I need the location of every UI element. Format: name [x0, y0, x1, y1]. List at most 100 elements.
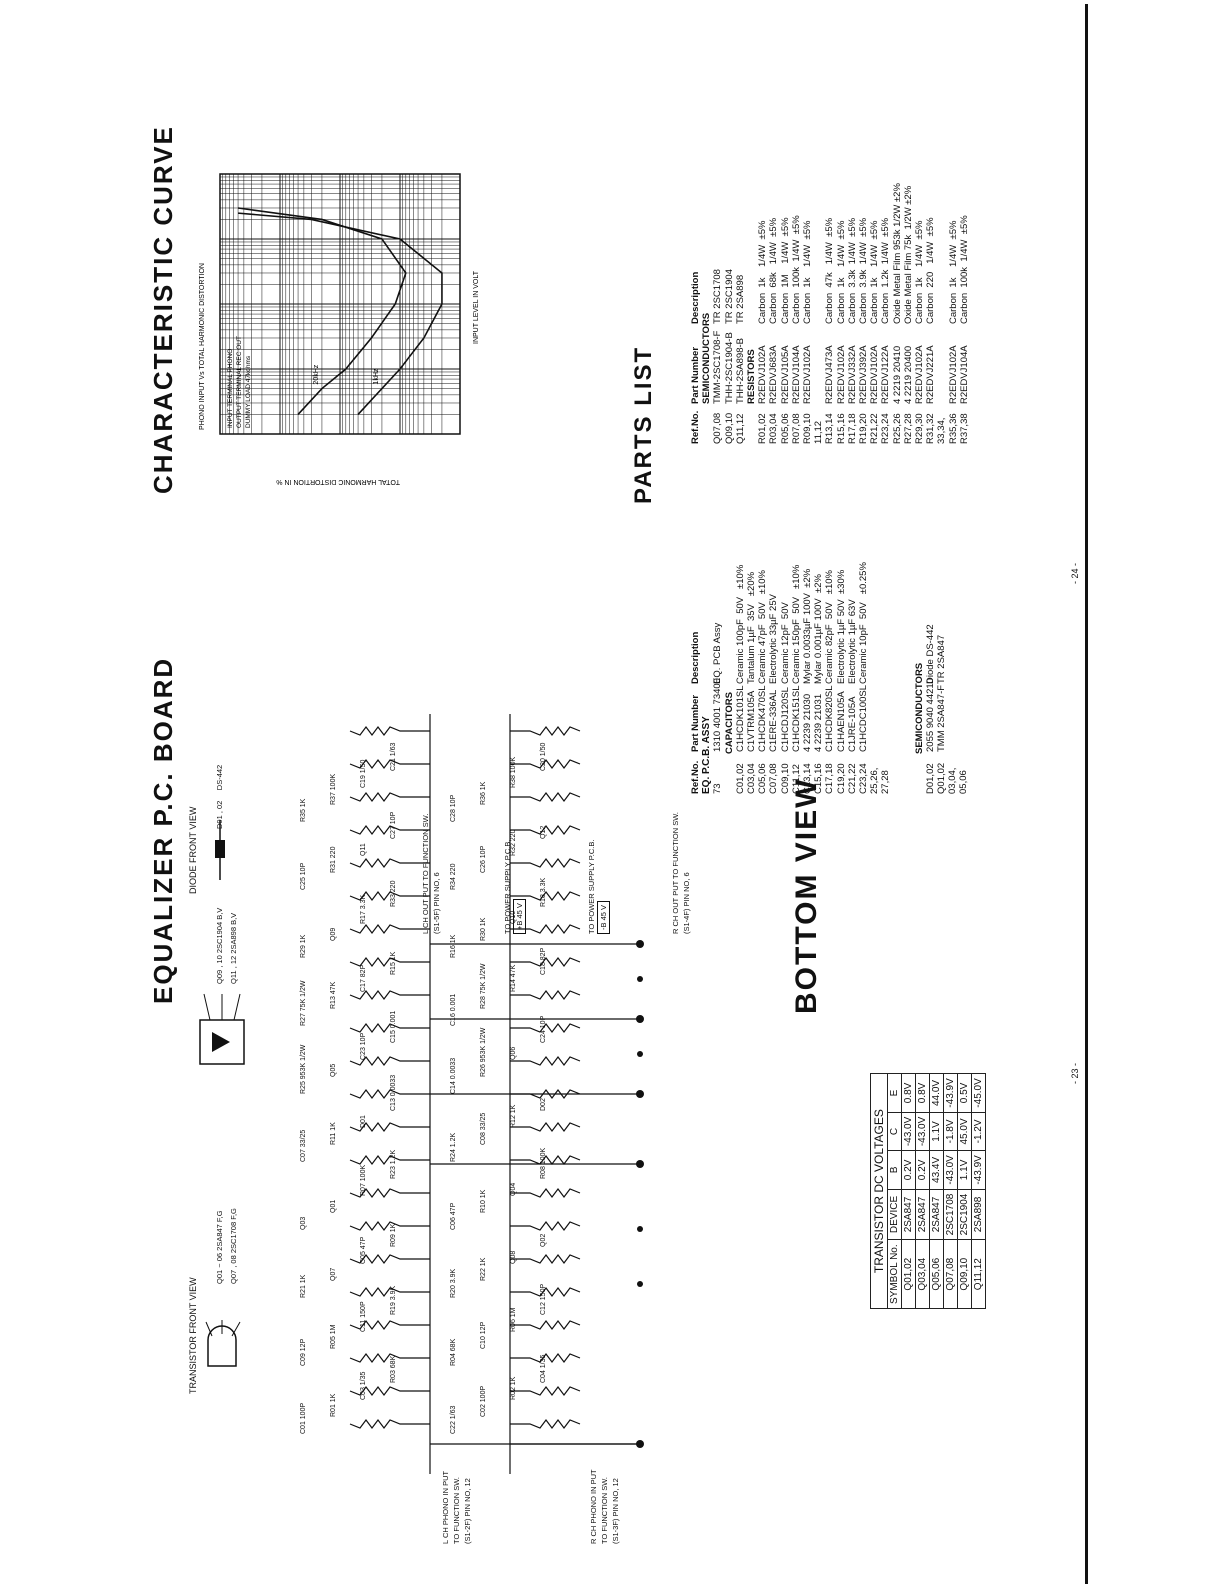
parts-ref: R25,26 — [891, 413, 903, 444]
parts-pn — [880, 684, 891, 752]
dc-cell: 0.2V — [901, 1150, 916, 1190]
component-label: C10 12P — [480, 1321, 487, 1349]
dc-cell: 1.1V — [929, 1112, 944, 1151]
conn-r-pin: (S1-4F) PIN NO, 6 — [682, 872, 691, 934]
parts-row: 03,04, — [947, 534, 958, 794]
parts-pn: R2EDVJ102A — [914, 345, 926, 404]
dc-cell: 44.0V — [929, 1073, 944, 1113]
parts-ref: R09,10 — [802, 413, 814, 444]
conn-l-pin: (S1-5F) PIN NO, 6 — [432, 872, 441, 934]
parts-ref: R29,30 — [914, 413, 926, 444]
component-label: C17 82P — [360, 964, 367, 992]
component-label: Q02 — [540, 1233, 547, 1247]
parts-pn: C1HCDC100SL — [858, 684, 870, 752]
parts-ref: Q07,08 — [712, 412, 724, 444]
component-label: R22 1K — [480, 1257, 487, 1281]
component-label: C07 33/25 — [300, 1129, 307, 1162]
parts-ref: R23,24 — [880, 413, 892, 444]
parts-desc: Ceramic 10pF 50V ±0.25% — [858, 562, 870, 684]
component-label: C09 12P — [300, 1338, 307, 1366]
dc-cell: B — [887, 1150, 902, 1190]
dc-cell: -43.9V — [943, 1073, 958, 1113]
curve-title: CHARACTERISTIC CURVE — [148, 125, 178, 494]
col-pn: Part Number — [690, 694, 701, 752]
chart-title: PHONO INPUT Vs TOTAL HARMONIC DISTORTION — [199, 263, 206, 430]
parts-ref: Q11,12 — [734, 413, 746, 444]
col-pn-right: Part Number — [690, 346, 701, 404]
component-label: R25 953K 1/2W — [300, 1044, 307, 1094]
dc-cell: Q09,10 — [957, 1239, 972, 1309]
transistor-type-line: Q01 ~ 06 2SA847 F,G — [215, 1210, 224, 1284]
component-label: R28 75K 1/2W — [480, 963, 487, 1009]
parts-list-left: Ref.No. Part Number Description EQ. P.C.… — [690, 534, 970, 794]
component-label: C11 150P — [360, 1301, 367, 1332]
parts-ref: 73 — [712, 783, 724, 794]
col-ref-right: Ref.No. — [690, 410, 701, 444]
parts-desc: Carbon 3.3k 1/4W ±5% — [846, 217, 858, 324]
component-label: Q03 — [300, 1216, 307, 1230]
parts-ref: 05,06 — [958, 770, 970, 794]
dc-cell: DEVICE — [887, 1189, 902, 1240]
dc-cell: E — [887, 1073, 902, 1113]
parts-desc: TR 2SC1708 — [712, 269, 724, 324]
parts-desc — [936, 174, 947, 324]
parts-ref: R27,28 — [902, 413, 914, 444]
component-label: R04 68K — [450, 1338, 457, 1366]
dc-cell: 43.4V — [929, 1150, 944, 1190]
parts-desc — [813, 174, 824, 324]
dc-cell: -45.0V — [971, 1073, 986, 1113]
parts-desc: Ceramic 12pF 50V — [779, 602, 791, 684]
parts-desc: Carbon 1.2k 1/4W ±5% — [880, 217, 892, 324]
parts-desc: Ceramic 100pF 50V ±10% — [734, 564, 746, 684]
dc-cell: 1.1V — [957, 1150, 972, 1190]
parts-desc: Mylar 0.001µF 100V ±2% — [813, 574, 825, 684]
parts-header-right: Ref.No. Part Number Description — [690, 174, 701, 444]
component-label: C25 10P — [300, 862, 307, 890]
parts-pn: THH-2SC1904-B — [723, 332, 735, 404]
parts-desc: Carbon 1k 1/4W ±5% — [914, 220, 926, 324]
parts-desc: Electrolytic 1µF 50V ±30% — [835, 569, 847, 684]
component-label: R07 100K — [360, 1164, 367, 1196]
parts-desc: Ceramic 150pF 50V ±10% — [790, 564, 802, 684]
input-r-3: (S1-3F) PIN NO, 12 — [611, 1478, 620, 1544]
parts-desc: Electrolytic 1µF 63V — [846, 599, 858, 684]
eq-assy-title: EQ. P.C.B. ASSY — [701, 716, 713, 794]
component-label: Q04 — [510, 1182, 517, 1196]
parts-pn: R2EDVJ102A — [835, 345, 847, 404]
parts-desc: Oxide Metal Film 75k 1/2W ±2% — [902, 185, 914, 324]
bottom-view-label: BOTTOM VIEW — [790, 777, 823, 1014]
parts-pn: R2EDVJ683A — [768, 345, 780, 404]
component-label: C27 10P — [390, 811, 397, 839]
parts-pn: R2EDVJ473A — [824, 345, 836, 404]
component-label: Q01 — [330, 1199, 337, 1213]
component-label: Q11 — [360, 843, 367, 856]
parts-ref: C19,20 — [835, 763, 847, 794]
parts-section-head: SEMICONDUCTORS — [701, 312, 713, 404]
dc-cell: 2SC1904 — [957, 1189, 972, 1240]
component-label: R27 75K 1/2W — [300, 980, 307, 1026]
diode-front-view-label: DIODE FRONT VIEW — [188, 806, 198, 894]
parts-desc: EQ. PCB Assy — [712, 622, 724, 684]
conn-power-neg: TO POWER SUPPLY P.C.B. — [587, 839, 596, 934]
parts-row: 05,06 — [958, 534, 969, 794]
parts-desc: Carbon 3.9k 1/4W ±5% — [858, 217, 870, 324]
parts-desc: Electrolytic 33µF 25V — [768, 594, 780, 684]
component-label: Q08 — [510, 1250, 517, 1264]
parts-desc: TR 2SA847 — [936, 634, 948, 684]
parts-ref: 27,28 — [880, 770, 892, 794]
component-label: C13 0.0033 — [390, 1074, 397, 1111]
input-r-2: TO FUNCTION SW. — [600, 1477, 609, 1544]
parts-ref: Q09,10 — [723, 412, 735, 444]
